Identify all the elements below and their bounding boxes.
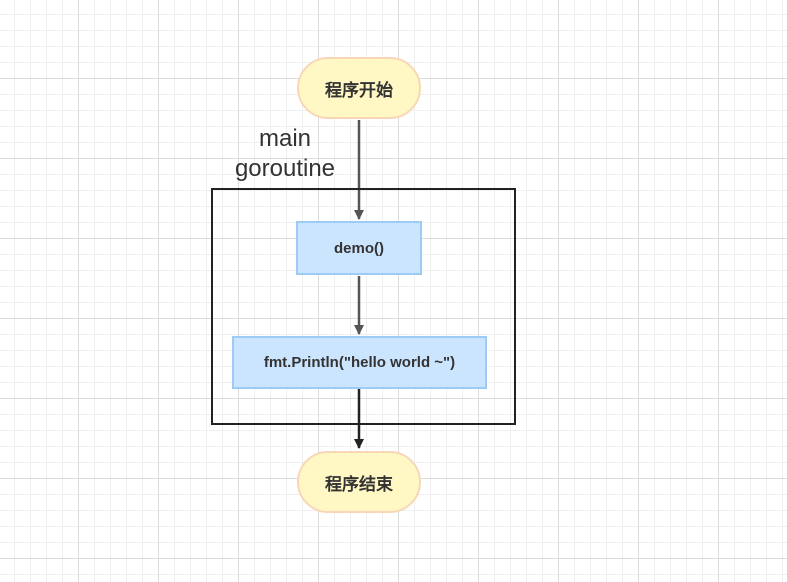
node-program-start-label: 程序开始 xyxy=(325,80,393,100)
container-label-line1: main xyxy=(258,125,312,152)
main-goroutine-label: main goroutine xyxy=(222,124,348,184)
container-label-line2: goroutine xyxy=(234,155,336,182)
node-program-end[interactable]: 程序结束 xyxy=(297,451,421,513)
node-program-start[interactable]: 程序开始 xyxy=(297,57,421,119)
node-program-end-label: 程序结束 xyxy=(325,474,393,494)
node-println-call-label: fmt.Println("hello world ~") xyxy=(263,354,456,371)
node-demo-call[interactable]: demo() xyxy=(296,221,422,275)
main-goroutine-container[interactable] xyxy=(211,188,516,425)
node-println-call[interactable]: fmt.Println("hello world ~") xyxy=(232,336,487,389)
node-demo-call-label: demo() xyxy=(334,239,384,257)
